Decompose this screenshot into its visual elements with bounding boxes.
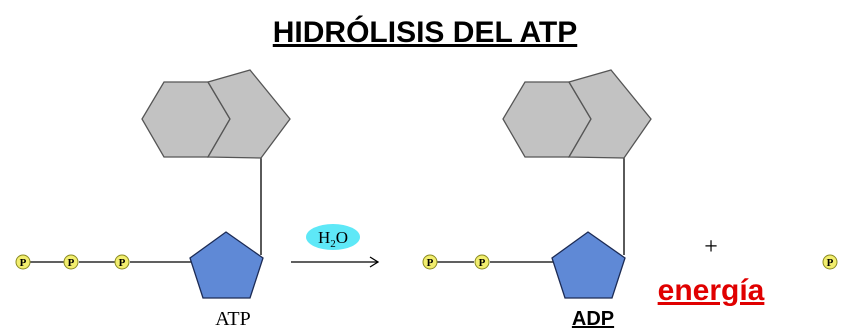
plus-sign: + [704, 234, 718, 260]
phosphate-circle-icon [63, 254, 79, 270]
reaction-arrowhead-icon [369, 256, 380, 268]
adp-molecule: P P ADP [422, 69, 652, 330]
ribose-pentagon-icon [551, 231, 626, 299]
ribose-pentagon-icon [189, 231, 264, 299]
phosphate-label: P [119, 257, 126, 269]
phosphate-label: P [479, 257, 486, 269]
phosphate-circle-icon [822, 254, 838, 270]
phosphate-label: P [827, 257, 834, 269]
adp-phosphate-1: P [422, 254, 438, 270]
phosphate-circle-icon [474, 254, 490, 270]
adenine-pentagon-icon [206, 69, 291, 159]
adp-phosphate-2: P [474, 254, 490, 270]
atp-phosphate-2: P [63, 254, 79, 270]
adp-label: ADP [572, 308, 614, 330]
phosphate-circle-icon [15, 254, 31, 270]
diagram-title: HIDRÓLISIS DEL ATP [273, 15, 577, 49]
atp-label: ATP [215, 308, 251, 330]
water-bubble [306, 224, 360, 250]
adenine-pentagon-icon [567, 69, 652, 159]
free-phosphate: P [822, 254, 838, 270]
atp-molecule: P P P ATP [15, 69, 291, 330]
phosphate-label: P [427, 257, 434, 269]
phosphate-circle-icon [114, 254, 130, 270]
reaction: H2O [291, 224, 380, 268]
phosphate-label: P [20, 257, 27, 269]
atp-phosphate-1: P [15, 254, 31, 270]
atp-phosphate-3: P [114, 254, 130, 270]
energy-label: energía [658, 274, 765, 307]
water-label: H2O [318, 228, 348, 250]
phosphate-circle-icon [422, 254, 438, 270]
phosphate-label: P [68, 257, 75, 269]
